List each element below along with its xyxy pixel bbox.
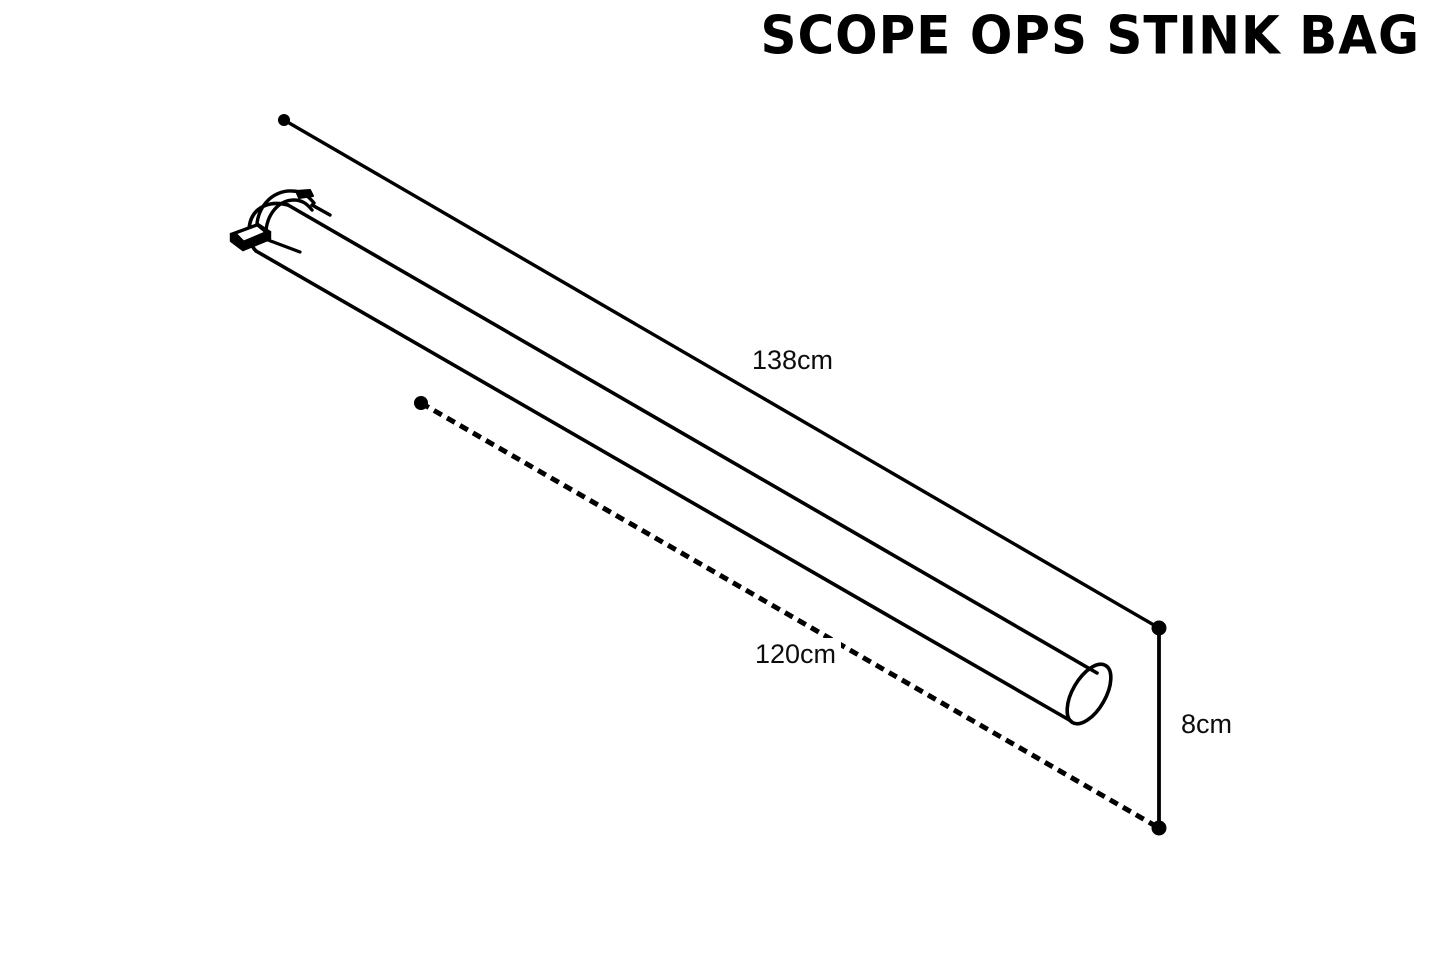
dimension-138cm-start-dot (278, 114, 290, 126)
dimension-label-138cm: 138cm (747, 344, 839, 377)
carry-strap (255, 189, 332, 242)
tube-top-edge (286, 203, 1099, 675)
strap-buckle (229, 222, 302, 254)
tube-open-end-rim (1065, 662, 1113, 726)
carry-strap-tab (295, 189, 314, 199)
page-title: SCOPE OPS STINK BAG (760, 4, 1420, 67)
dimension-8cm (1151, 628, 1167, 836)
tube-bottom-edge (254, 249, 1073, 723)
dimension-120cm-line (419, 400, 1161, 831)
carry-strap-tail (310, 203, 332, 217)
dimension-120cm (414, 396, 1161, 831)
strap-buckle-webbing (266, 238, 302, 254)
strap-buckle-front-face (241, 230, 272, 252)
dimension-120cm-start-dot (414, 396, 428, 410)
dimension-138cm-line (282, 118, 1161, 630)
carry-strap-arc-inner (264, 198, 314, 242)
strap-buckle-slot (237, 226, 264, 241)
tube-body (247, 201, 1113, 726)
dimension-label-120cm: 120cm (750, 638, 842, 671)
dimension-138cm (278, 114, 1167, 636)
dimension-label-8cm: 8cm (1176, 708, 1238, 741)
